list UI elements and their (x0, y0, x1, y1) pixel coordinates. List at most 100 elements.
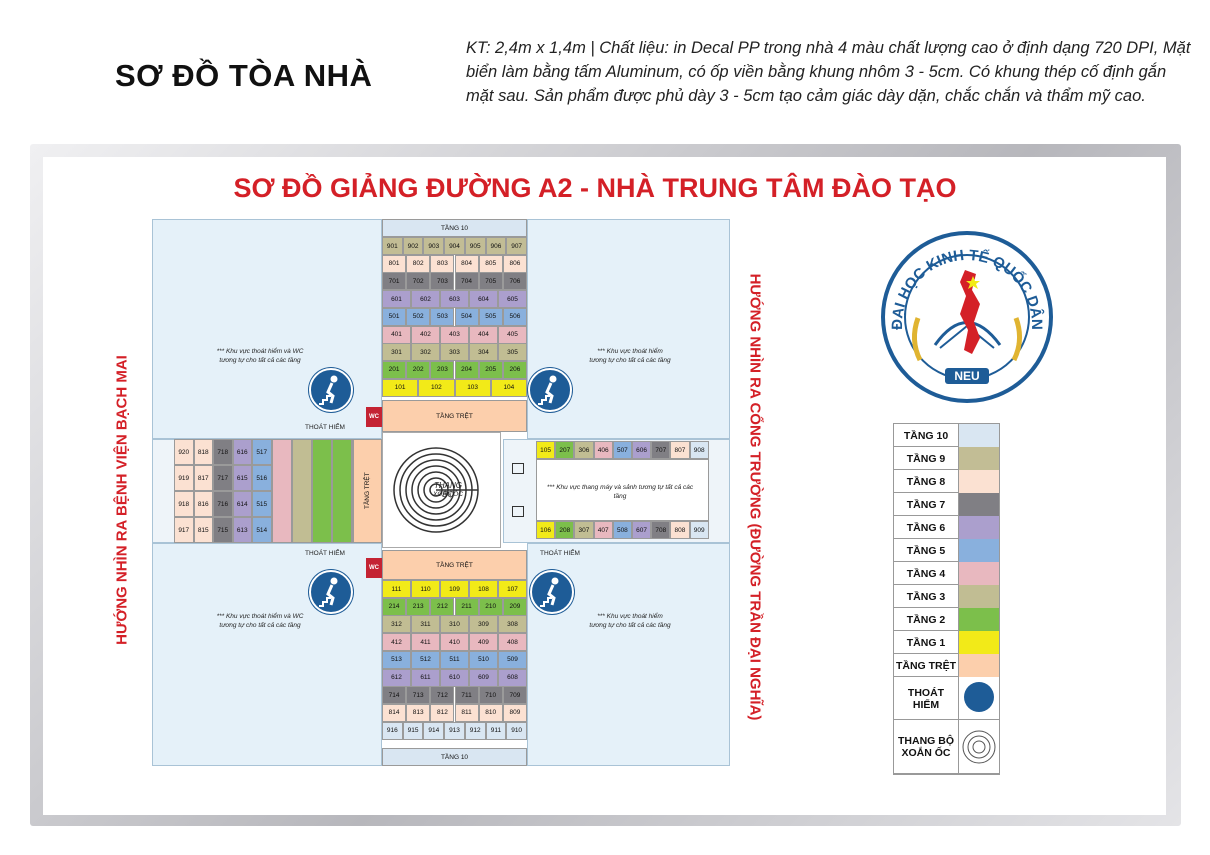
room-911: 911 (485, 721, 507, 740)
room-108: 108 (469, 580, 498, 598)
legend-row: TẦNG TRỆT (894, 654, 999, 677)
north-ground-label: TẦNG TRỆT (382, 400, 527, 432)
room-806: 806 (502, 254, 527, 273)
legend-row: TẦNG 9 (894, 447, 999, 470)
spiral-stair-label-2: XOẮN ỐC (433, 491, 463, 498)
room-605: 605 (498, 290, 527, 309)
spiral-stair-icon (393, 447, 479, 533)
room-208: 208 (555, 521, 575, 539)
west-ground-label: TẦNG TRỆT (353, 439, 382, 543)
room-906: 906 (485, 237, 507, 255)
room-402: 402 (411, 325, 440, 344)
room-214: 214 (382, 597, 407, 616)
room-817: 817 (193, 465, 213, 491)
spiral-stair-area (382, 432, 501, 548)
room-509: 509 (498, 650, 527, 669)
room-805: 805 (478, 254, 503, 273)
room-110: 110 (411, 580, 440, 598)
west-floor-band (272, 439, 292, 543)
room-501: 501 (382, 307, 407, 326)
legend-label: TẦNG 4 (906, 567, 946, 580)
room-917: 917 (174, 517, 194, 543)
room-502: 502 (406, 307, 431, 326)
room-507: 507 (612, 441, 632, 459)
room-406: 406 (593, 441, 613, 459)
legend-label: TẦNG 10 (903, 429, 949, 442)
legend-row: TẦNG 6 (894, 516, 999, 539)
room-403: 403 (440, 325, 469, 344)
room-510: 510 (469, 650, 498, 669)
room-804: 804 (454, 254, 479, 273)
room-609: 609 (469, 668, 498, 687)
room-920: 920 (174, 439, 194, 465)
room-912: 912 (464, 721, 486, 740)
escape-icon (309, 368, 353, 412)
room-206: 206 (502, 360, 527, 379)
room-104: 104 (490, 378, 527, 397)
escape-label: THOÁT HIỂM (305, 424, 345, 431)
room-711: 711 (454, 686, 479, 705)
room-913: 913 (444, 721, 465, 740)
room-909: 909 (689, 521, 709, 539)
room-908: 908 (689, 441, 709, 459)
room-517: 517 (252, 439, 272, 465)
room-504: 504 (454, 307, 479, 326)
room-607: 607 (632, 521, 652, 539)
room-408: 408 (498, 633, 527, 652)
room-706: 706 (502, 272, 527, 291)
legend-label: TẦNG TRỆT (895, 659, 957, 672)
room-101: 101 (382, 378, 419, 397)
legend-row: TẦNG 1 (894, 631, 999, 654)
escape-icon (958, 677, 999, 720)
room-802: 802 (406, 254, 431, 273)
side-label-right: HƯỚNG NHÌN RA CỔNG TRƯỜNG (ĐƯỜNG TRẦN ĐẠ… (746, 273, 764, 721)
room-717: 717 (213, 465, 233, 491)
room-807: 807 (670, 441, 690, 459)
spiral-stair-label: THANG BỘ (434, 481, 462, 499)
room-707: 707 (651, 441, 671, 459)
legend-swatch (958, 470, 999, 493)
west-floor-band (332, 439, 352, 543)
page-title: SƠ ĐỒ TÒA NHÀ (115, 58, 373, 93)
spec-description: KT: 2,4m x 1,4m | Chất liệu: in Decal PP… (466, 39, 1191, 105)
legend-row: TẦNG 4 (894, 562, 999, 585)
north-floor10-label: TẦNG 10 (382, 219, 527, 237)
note-wc: *** Khu vực thoát hiểm và WC tương tự ch… (216, 613, 304, 629)
room-709: 709 (502, 686, 527, 705)
room-306: 306 (574, 441, 594, 459)
room-603: 603 (440, 290, 469, 309)
room-814: 814 (382, 703, 407, 722)
south-floor10-label: TẦNG 10 (382, 748, 527, 766)
legend-label: TẦNG 3 (906, 590, 946, 603)
room-914: 914 (423, 721, 445, 740)
room-718: 718 (213, 439, 233, 465)
note-escape: *** Khu vực thoát hiểm tương tự cho tất … (589, 613, 671, 629)
room-915: 915 (402, 721, 424, 740)
south-ground-label: TẦNG TRỆT (382, 550, 527, 580)
escape-icon (309, 570, 353, 614)
room-818: 818 (193, 439, 213, 465)
room-907: 907 (506, 237, 527, 255)
legend-swatch (958, 654, 999, 677)
escape-icon (528, 368, 572, 412)
room-809: 809 (502, 703, 527, 722)
room-601: 601 (382, 290, 411, 309)
room-512: 512 (411, 650, 440, 669)
legend-label: TẦNG 8 (906, 475, 946, 488)
room-703: 703 (430, 272, 455, 291)
room-716: 716 (213, 491, 233, 517)
room-404: 404 (469, 325, 498, 344)
legend-swatch (958, 631, 999, 654)
legend-row: TẦNG 10 (894, 424, 999, 447)
east-lobby (536, 459, 709, 521)
legend-row: TẦNG 2 (894, 608, 999, 631)
room-506: 506 (502, 307, 527, 326)
room-212: 212 (430, 597, 455, 616)
legend-row: THANG BỘ XOẮN ỐC (894, 720, 999, 774)
room-201: 201 (382, 360, 407, 379)
room-606: 606 (632, 441, 652, 459)
room-207: 207 (555, 441, 575, 459)
room-107: 107 (498, 580, 527, 598)
room-105: 105 (536, 441, 556, 459)
room-103: 103 (454, 378, 491, 397)
